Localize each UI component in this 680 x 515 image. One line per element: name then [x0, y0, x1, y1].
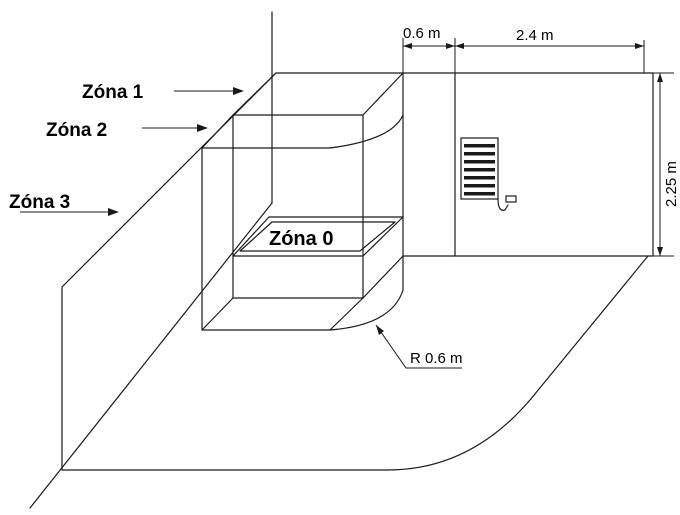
- zone3-boundary: [61, 72, 389, 471]
- zone2-bottom-left-diag: [201, 297, 234, 331]
- zone2-arrow-icon: [197, 124, 208, 132]
- zone0-label: Zóna 0: [269, 228, 333, 250]
- zone1-box-front: [232, 114, 364, 299]
- dim-radius-leader: [375, 324, 462, 369]
- zone2-bottom-curve: [329, 289, 404, 331]
- zone1-arrow-icon: [233, 87, 244, 95]
- zone3-label: Zóna 3: [9, 192, 70, 213]
- zone2-top-left-diag: [201, 114, 234, 149]
- zone1-label: Zóna 1: [82, 82, 144, 103]
- dim-radius-label: R 0.6 m: [410, 350, 463, 367]
- zone1-box-top-diag: [362, 72, 404, 116]
- zone1-box-bottom-diag: [362, 255, 404, 299]
- towel-radiator-icon: [460, 137, 517, 211]
- zone3-arrow-icon: [108, 208, 119, 216]
- zone2-label: Zóna 2: [46, 120, 107, 141]
- bathtub-inner: [239, 221, 396, 252]
- bathtub-outer: [232, 216, 404, 257]
- floor-diagonal-line: [29, 202, 273, 509]
- dim-width-label: 2.4 m: [516, 27, 554, 44]
- zone1-box-left-diag: [232, 72, 277, 116]
- dim-height-label: 2.25 m: [663, 161, 680, 207]
- zone2-bottom-diag: [329, 297, 364, 331]
- dim-offset-label: 0.6 m: [403, 25, 441, 42]
- zone2-top-curve: [329, 114, 404, 149]
- zone3-floor-arc: [387, 255, 649, 471]
